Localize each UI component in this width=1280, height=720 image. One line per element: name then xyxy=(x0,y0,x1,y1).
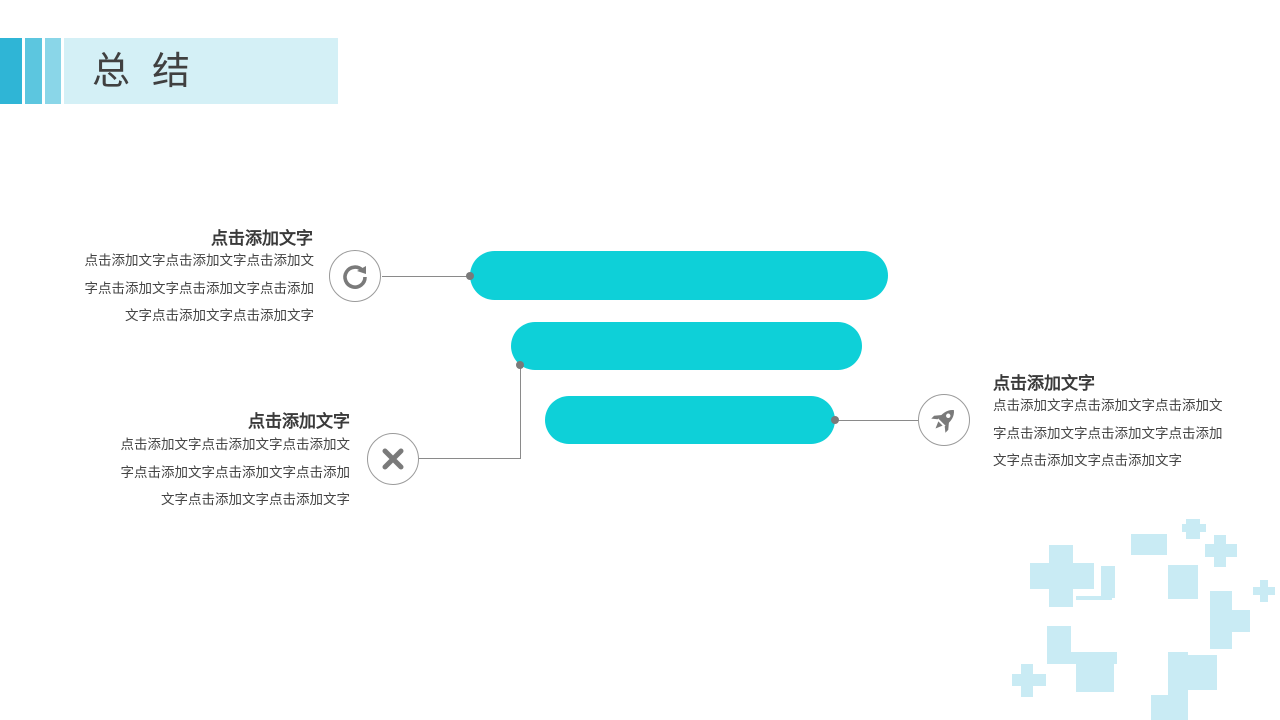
refresh-icon xyxy=(343,265,367,289)
bar-1[interactable] xyxy=(470,251,888,300)
item-3-line-3: 文字点击添加文字点击添加文字 xyxy=(993,453,1182,469)
title-stripe-1 xyxy=(0,38,22,104)
connector-1 xyxy=(382,276,471,277)
item-3-heading[interactable]: 点击添加文字 xyxy=(993,374,1095,394)
page-title[interactable]: 总结 xyxy=(92,49,213,93)
item-2-line-3: 文字点击添加文字点击添加文字 xyxy=(161,492,350,508)
connector-dot-1 xyxy=(466,272,474,280)
item-1-heading[interactable]: 点击添加文字 xyxy=(211,229,313,249)
title-band xyxy=(64,38,338,104)
rocket-icon xyxy=(931,410,954,433)
item-3-line-1: 点击添加文字点击添加文字点击添加文 xyxy=(993,398,1223,414)
item-2-heading[interactable]: 点击添加文字 xyxy=(248,412,350,432)
item-2-line-2: 字点击添加文字点击添加文字点击添加 xyxy=(120,464,351,481)
title-stripe-3 xyxy=(45,38,61,104)
title-stripe-2 xyxy=(25,38,42,104)
item-1-line-2: 字点击添加文字点击添加文字点击添加 xyxy=(84,280,315,297)
connector-2-vertical xyxy=(520,365,521,458)
icon-circle-1[interactable] xyxy=(329,250,381,302)
close-icon xyxy=(382,448,404,470)
icon-circle-3[interactable] xyxy=(918,394,970,446)
connector-dot-3 xyxy=(831,416,839,424)
item-2-line-1: 点击添加文字点击添加文字点击添加文 xyxy=(120,437,351,453)
connector-dot-2 xyxy=(516,361,524,369)
item-3-body[interactable]: 点击添加文字点击添加文字点击添加文 字点击添加文字点击添加文字点击添加 文字点击… xyxy=(993,393,1273,476)
icon-circle-2[interactable] xyxy=(367,433,419,485)
item-1-line-3: 文字点击添加文字点击添加文字 xyxy=(125,308,314,324)
item-1-line-1: 点击添加文字点击添加文字点击添加文 xyxy=(84,253,315,269)
bar-3[interactable] xyxy=(545,396,835,444)
item-1-body[interactable]: 点击添加文字点击添加文字点击添加文 字点击添加文字点击添加文字点击添加 文字点击… xyxy=(20,248,315,331)
item-3-line-2: 字点击添加文字点击添加文字点击添加 xyxy=(993,425,1223,442)
connector-2-horizontal xyxy=(419,458,521,459)
connector-3 xyxy=(835,420,919,421)
bar-2[interactable] xyxy=(511,322,862,370)
item-2-body[interactable]: 点击添加文字点击添加文字点击添加文 字点击添加文字点击添加文字点击添加 文字点击… xyxy=(56,432,351,515)
